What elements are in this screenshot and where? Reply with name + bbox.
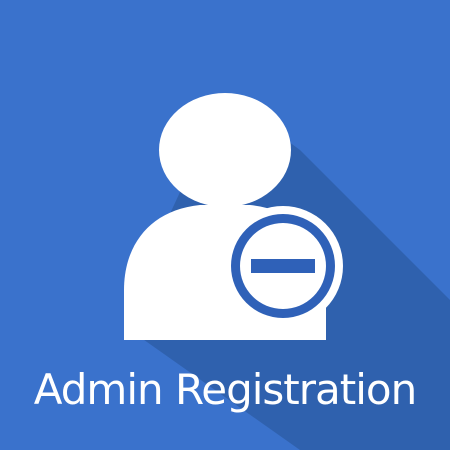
minus-icon bbox=[251, 259, 315, 273]
tile-caption: Admin Registration bbox=[33, 365, 417, 414]
user-head bbox=[159, 93, 291, 207]
